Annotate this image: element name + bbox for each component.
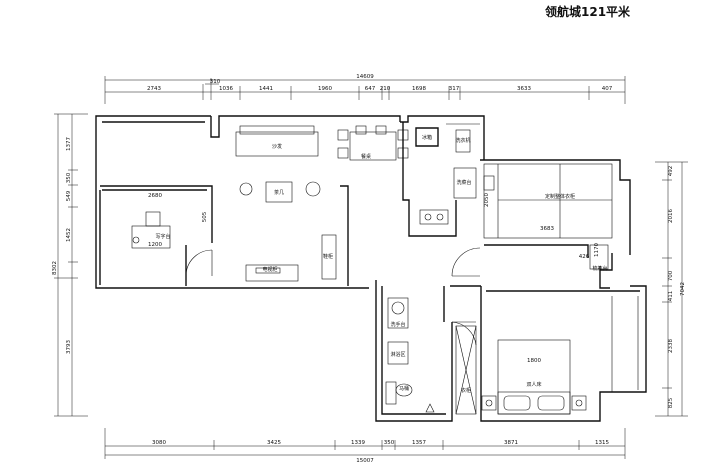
dimension-bottom: 3080 3425 1339 350 1357 3871 1315 15007 (104, 428, 626, 464)
dim-right: 492 (668, 166, 674, 177)
fridge: 冰箱 (422, 134, 432, 141)
dim-top: 1960 (318, 86, 332, 92)
dim-top: 1441 (259, 86, 273, 92)
svg-text:冰箱: 冰箱 (422, 134, 432, 141)
wardrobe: 定制整体衣柜 3683 2050 (483, 163, 613, 239)
tea-table: 茶几 (239, 181, 321, 203)
doors (185, 247, 481, 346)
dim-left: 1377 (66, 137, 72, 151)
svg-text:电视柜: 电视柜 (262, 266, 277, 273)
svg-text:1170: 1170 (594, 243, 600, 257)
dim-bottom: 3871 (504, 440, 518, 446)
dim-right: 2338 (668, 339, 674, 353)
dim-right-total: 7042 (680, 282, 686, 296)
dim-bottom: 350 (384, 440, 395, 446)
plan-title: 领航城121平米 (545, 5, 631, 19)
dim-top: 1036 (219, 86, 233, 92)
dimension-top: 14609 310 2743 1036 1441 1960 647 210 16… (104, 74, 626, 104)
dim-top: 1698 (412, 86, 426, 92)
sink-counter: 洗菜台 (419, 167, 477, 225)
dim-top: 317 (449, 86, 460, 92)
dim-top: 407 (602, 86, 613, 92)
svg-text:沙发: 沙发 (272, 143, 282, 150)
dim-left-lower: 3793 (66, 340, 72, 354)
shower-area: 淋浴区 (387, 341, 409, 365)
dim-bottom: 1357 (412, 440, 426, 446)
svg-text:2680: 2680 (148, 193, 162, 199)
svg-text:1800: 1800 (527, 358, 541, 364)
study-desk: 2680 1200 写字台 505 (131, 193, 208, 249)
dim-left: 549 (66, 190, 72, 201)
dim-right: 411 (668, 291, 674, 302)
dim-left-total: 8302 (52, 261, 58, 275)
dim-top: 647 (365, 86, 376, 92)
double-bed: 1800 双人床 (481, 339, 587, 415)
svg-text:淋浴区: 淋浴区 (390, 351, 405, 358)
svg-text:定制整体衣柜: 定制整体衣柜 (545, 193, 575, 200)
svg-text:茶几: 茶几 (274, 189, 284, 196)
dim-right: 2016 (668, 209, 674, 223)
dim-bottom: 3080 (152, 440, 166, 446)
svg-text:餐桌: 餐桌 (361, 153, 371, 160)
sofa: 沙发 (235, 125, 319, 157)
tv-cabinet: 电视柜 (245, 264, 299, 282)
dim-bottom: 1315 (595, 440, 609, 446)
svg-text:鞋柜: 鞋柜 (323, 253, 333, 260)
washing-machine: 洗衣机 (455, 129, 471, 153)
walls (95, 115, 647, 422)
basin: 洗手台 (387, 297, 409, 329)
dim-left: 1452 (66, 228, 72, 242)
dim-right: 700 (668, 270, 674, 281)
dim-bottom: 3425 (267, 440, 281, 446)
svg-text:写字台: 写字台 (155, 233, 170, 240)
svg-text:梳妆台: 梳妆台 (592, 265, 607, 272)
toilet: 马桶 (385, 381, 435, 413)
shoe-cabinet: 鞋柜 (321, 234, 337, 280)
dim-right: 825 (668, 397, 674, 408)
dim-top: 210 (380, 86, 391, 92)
dim-top: 3633 (517, 86, 531, 92)
dining-table: 餐桌 (337, 125, 409, 161)
cabinet: 衣柜 (455, 325, 477, 415)
svg-text:双人床: 双人床 (526, 381, 541, 388)
svg-text:洗衣机: 洗衣机 (455, 137, 470, 144)
svg-text:2050: 2050 (484, 193, 490, 207)
dim-left: 350 (66, 172, 72, 183)
dim-bottom-total: 15007 (356, 458, 374, 464)
svg-text:3683: 3683 (540, 226, 554, 232)
dimension-left: 1377 350 549 1452 8302 3793 (52, 113, 88, 417)
dim-top-extra: 310 (210, 79, 221, 85)
svg-text:马桶: 马桶 (399, 385, 409, 392)
dresser: 梳妆台 426 1170 (579, 243, 609, 272)
dim-bottom: 1339 (351, 440, 365, 446)
svg-text:洗手台: 洗手台 (390, 321, 405, 328)
svg-text:1200: 1200 (148, 242, 162, 248)
dim-top: 2743 (147, 86, 161, 92)
svg-text:426: 426 (579, 254, 590, 260)
dim-top-total: 14609 (356, 74, 374, 80)
svg-text:505: 505 (202, 211, 208, 222)
svg-text:洗菜台: 洗菜台 (456, 179, 471, 186)
dimension-right: 492 2016 700 411 2338 825 7042 (655, 161, 688, 417)
svg-text:衣柜: 衣柜 (461, 387, 471, 394)
